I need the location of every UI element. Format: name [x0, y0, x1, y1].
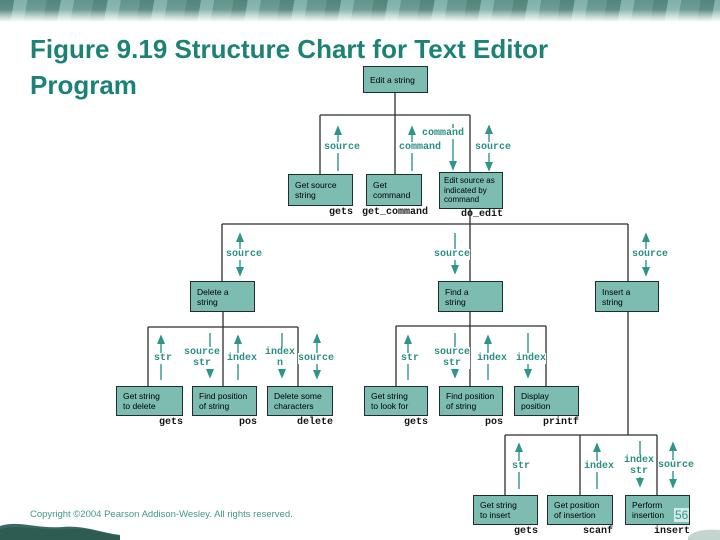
- flow-label-source: source: [434, 249, 471, 260]
- node-get-source-string: Get source string: [288, 174, 353, 206]
- flow-label-command: command: [421, 128, 465, 139]
- flow-label-source-str: source str: [434, 347, 471, 369]
- node-display-position: Display position: [514, 386, 579, 416]
- func-label-pos: pos: [238, 417, 257, 428]
- node-find-position-of-string: Find position of string: [192, 386, 257, 416]
- figure-title-line1: Figure 9.19 Structure Chart for Text Edi…: [30, 34, 549, 64]
- func-label-pos: pos: [484, 417, 503, 428]
- flow-label-source: source: [475, 142, 512, 153]
- flow-label-source: source: [632, 249, 669, 260]
- func-label-do-edit: do_edit: [460, 209, 503, 220]
- func-label-gets: gets: [403, 417, 428, 428]
- bottom-right-wave-decoration: [688, 529, 720, 540]
- figure-title: Figure 9.19 Structure Chart for Text Edi…: [30, 31, 680, 103]
- node-get-string-to-look-for: Get string to look for: [364, 386, 428, 416]
- flow-label-source-str: source str: [184, 347, 221, 369]
- node-get-position-of-insertion: Get position of insertion: [547, 495, 613, 525]
- flow-label-index: index: [584, 461, 615, 472]
- flow-label-index-n: index n: [265, 347, 296, 369]
- func-label-insert: insert: [653, 526, 690, 537]
- flow-label-index: index: [477, 353, 508, 364]
- header-decoration-band: [0, 0, 720, 24]
- bottom-left-wave-decoration: [0, 523, 120, 540]
- func-label-get-command: get_command: [362, 207, 429, 218]
- flow-label-index: index: [227, 353, 258, 364]
- node-get-string-to-insert: Get string to insert: [473, 495, 538, 525]
- figure-title-line2: Program: [30, 70, 137, 100]
- node-find-a-string: Find a string: [438, 281, 503, 312]
- flow-label-source: source: [298, 353, 335, 364]
- flow-label-str: str: [512, 461, 531, 472]
- flow-label-index-str: index str: [624, 455, 655, 477]
- flow-label-source: source: [226, 249, 263, 260]
- node-edit-source-as-indicated: Edit source as indicated by command: [439, 172, 503, 209]
- func-label-gets: gets: [328, 207, 353, 218]
- flow-label-command: command: [398, 142, 442, 153]
- node-find-position-of-string: Find position of string: [439, 386, 503, 416]
- flow-label-source: source: [658, 460, 695, 471]
- node-get-string-to-delete: Get string to delete: [116, 386, 183, 416]
- slide-page-number: 56: [674, 508, 690, 522]
- node-get-command: Get command: [366, 174, 422, 206]
- copyright-text: Copyright ©2004 Pearson Addison-Wesley. …: [30, 509, 293, 520]
- node-edit-a-string: Edit a string: [363, 66, 428, 93]
- flow-label-str: str: [401, 353, 420, 364]
- flow-label-index: index: [516, 353, 547, 364]
- node-insert-a-string: Insert a string: [595, 281, 659, 312]
- func-label-printf: printf: [542, 417, 579, 428]
- func-label-gets: gets: [158, 417, 183, 428]
- flow-label-str: str: [154, 353, 173, 364]
- func-label-delete: delete: [296, 417, 333, 428]
- node-delete-some-characters: Delete some characters: [267, 386, 333, 416]
- flow-label-source: source: [324, 142, 361, 153]
- func-label-scanf: scanf: [582, 526, 613, 537]
- node-delete-a-string: Delete a string: [190, 281, 255, 312]
- func-label-gets: gets: [513, 526, 538, 537]
